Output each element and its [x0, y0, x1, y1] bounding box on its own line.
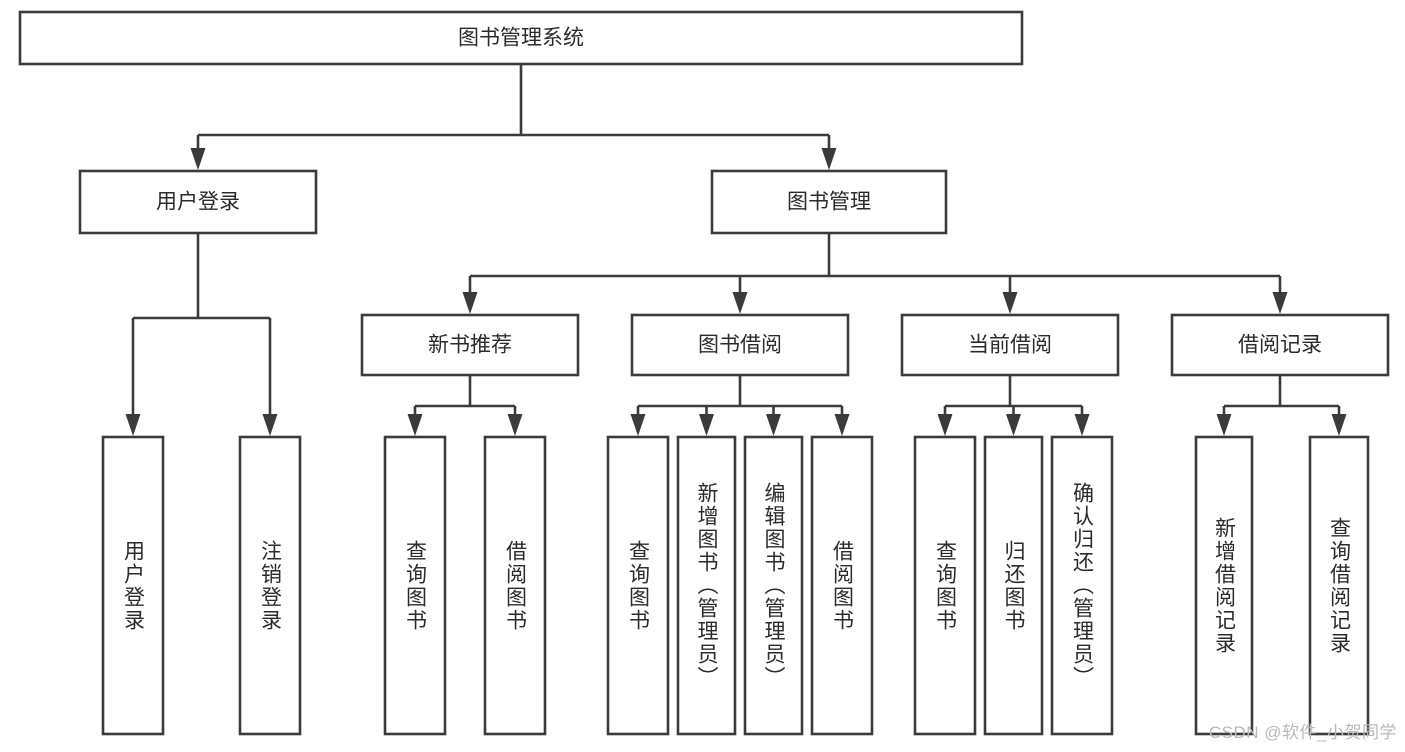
root-node-rect[interactable]	[18, 10, 1024, 66]
leaf-node-12-rect[interactable]	[1308, 435, 1370, 736]
leaf-node-5-rect[interactable]	[676, 435, 737, 736]
leaf-node-6[interactable]	[743, 435, 804, 736]
leaf-node-0-rect[interactable]	[101, 435, 165, 736]
level3-arrow-2	[1002, 276, 1018, 314]
level3-node-2-rect[interactable]	[900, 313, 1120, 377]
leaf-node-10[interactable]	[1050, 435, 1114, 736]
leaf-node-5[interactable]	[676, 435, 737, 736]
level3-node-1-label: 图书借阅	[698, 334, 782, 357]
leaf-node-2[interactable]	[383, 435, 447, 736]
watermark: CSDN @软件_小贺同学	[1208, 723, 1397, 742]
leaf-node-2-rect[interactable]	[383, 435, 447, 736]
level2-node-0-rect[interactable]	[78, 169, 318, 235]
leaf-node-9[interactable]	[983, 435, 1044, 736]
level2-node-1-rect[interactable]	[710, 169, 948, 235]
leaf-node-6-rect[interactable]	[743, 435, 804, 736]
leaf-arrow-current-2	[1074, 406, 1090, 436]
level3-node-0-label: 新书推荐	[428, 334, 512, 357]
leaf-arrow-current-0	[937, 406, 953, 436]
level2-node-1-label: 图书管理	[787, 191, 871, 214]
level2-arrow-1	[821, 135, 837, 170]
root-node[interactable]: 图书管理系统	[18, 10, 1024, 66]
level3-node-0-rect[interactable]	[360, 313, 580, 377]
leaf-arrow-borrow-3	[834, 406, 850, 436]
leaf-node-4[interactable]	[606, 435, 670, 736]
level2-node-1[interactable]: 图书管理	[710, 169, 948, 235]
leaf-arrow-new-books-1	[507, 406, 523, 436]
leaf-node-10-rect[interactable]	[1050, 435, 1114, 736]
leaf-arrow-records-0	[1216, 406, 1232, 436]
level3-node-2[interactable]: 当前借阅	[900, 313, 1120, 377]
leaf-arrow-current-1	[1006, 406, 1021, 436]
leaf-node-3[interactable]	[483, 435, 547, 736]
leaf-node-7-rect[interactable]	[810, 435, 874, 736]
root-node-label: 图书管理系统	[458, 27, 584, 50]
leaf-node-8[interactable]	[913, 435, 977, 736]
leaf-arrow-borrow-1	[699, 406, 714, 436]
level3-node-1-rect[interactable]	[630, 313, 850, 377]
connectors-layer	[125, 64, 1347, 436]
leaf-node-4-rect[interactable]	[606, 435, 670, 736]
leaf-node-3-rect[interactable]	[483, 435, 547, 736]
leaf-node-1-rect[interactable]	[238, 435, 302, 736]
leaf-arrow-user-login-1	[262, 318, 278, 436]
leaf-arrow-records-1	[1331, 406, 1347, 436]
leaf-node-8-rect[interactable]	[913, 435, 977, 736]
level3-arrow-1	[732, 276, 748, 314]
leaf-arrow-borrow-2	[766, 406, 781, 436]
level3-node-3[interactable]: 借阅记录	[1170, 313, 1390, 377]
level3-node-0[interactable]: 新书推荐	[360, 313, 580, 377]
leaf-arrow-borrow-0	[630, 406, 646, 436]
level3-arrow-0	[462, 276, 478, 314]
leaf-node-11-rect[interactable]	[1194, 435, 1254, 736]
level3-arrow-3	[1272, 276, 1288, 314]
leaf-node-12[interactable]	[1308, 435, 1370, 736]
leaf-node-0[interactable]	[101, 435, 165, 736]
leaf-node-11[interactable]	[1194, 435, 1254, 736]
level3-node-2-label: 当前借阅	[968, 334, 1052, 357]
leaf-arrow-user-login-0	[125, 318, 141, 436]
leaf-node-9-rect[interactable]	[983, 435, 1044, 736]
level3-node-1[interactable]: 图书借阅	[630, 313, 850, 377]
level3-node-3-label: 借阅记录	[1238, 334, 1322, 357]
leaf-arrow-new-books-0	[407, 406, 423, 436]
leaf-node-1[interactable]	[238, 435, 302, 736]
level3-node-3-rect[interactable]	[1170, 313, 1390, 377]
level2-node-0[interactable]: 用户登录	[78, 169, 318, 235]
leaf-node-7[interactable]	[810, 435, 874, 736]
level2-arrow-0	[190, 135, 206, 170]
level2-node-0-label: 用户登录	[156, 191, 240, 214]
